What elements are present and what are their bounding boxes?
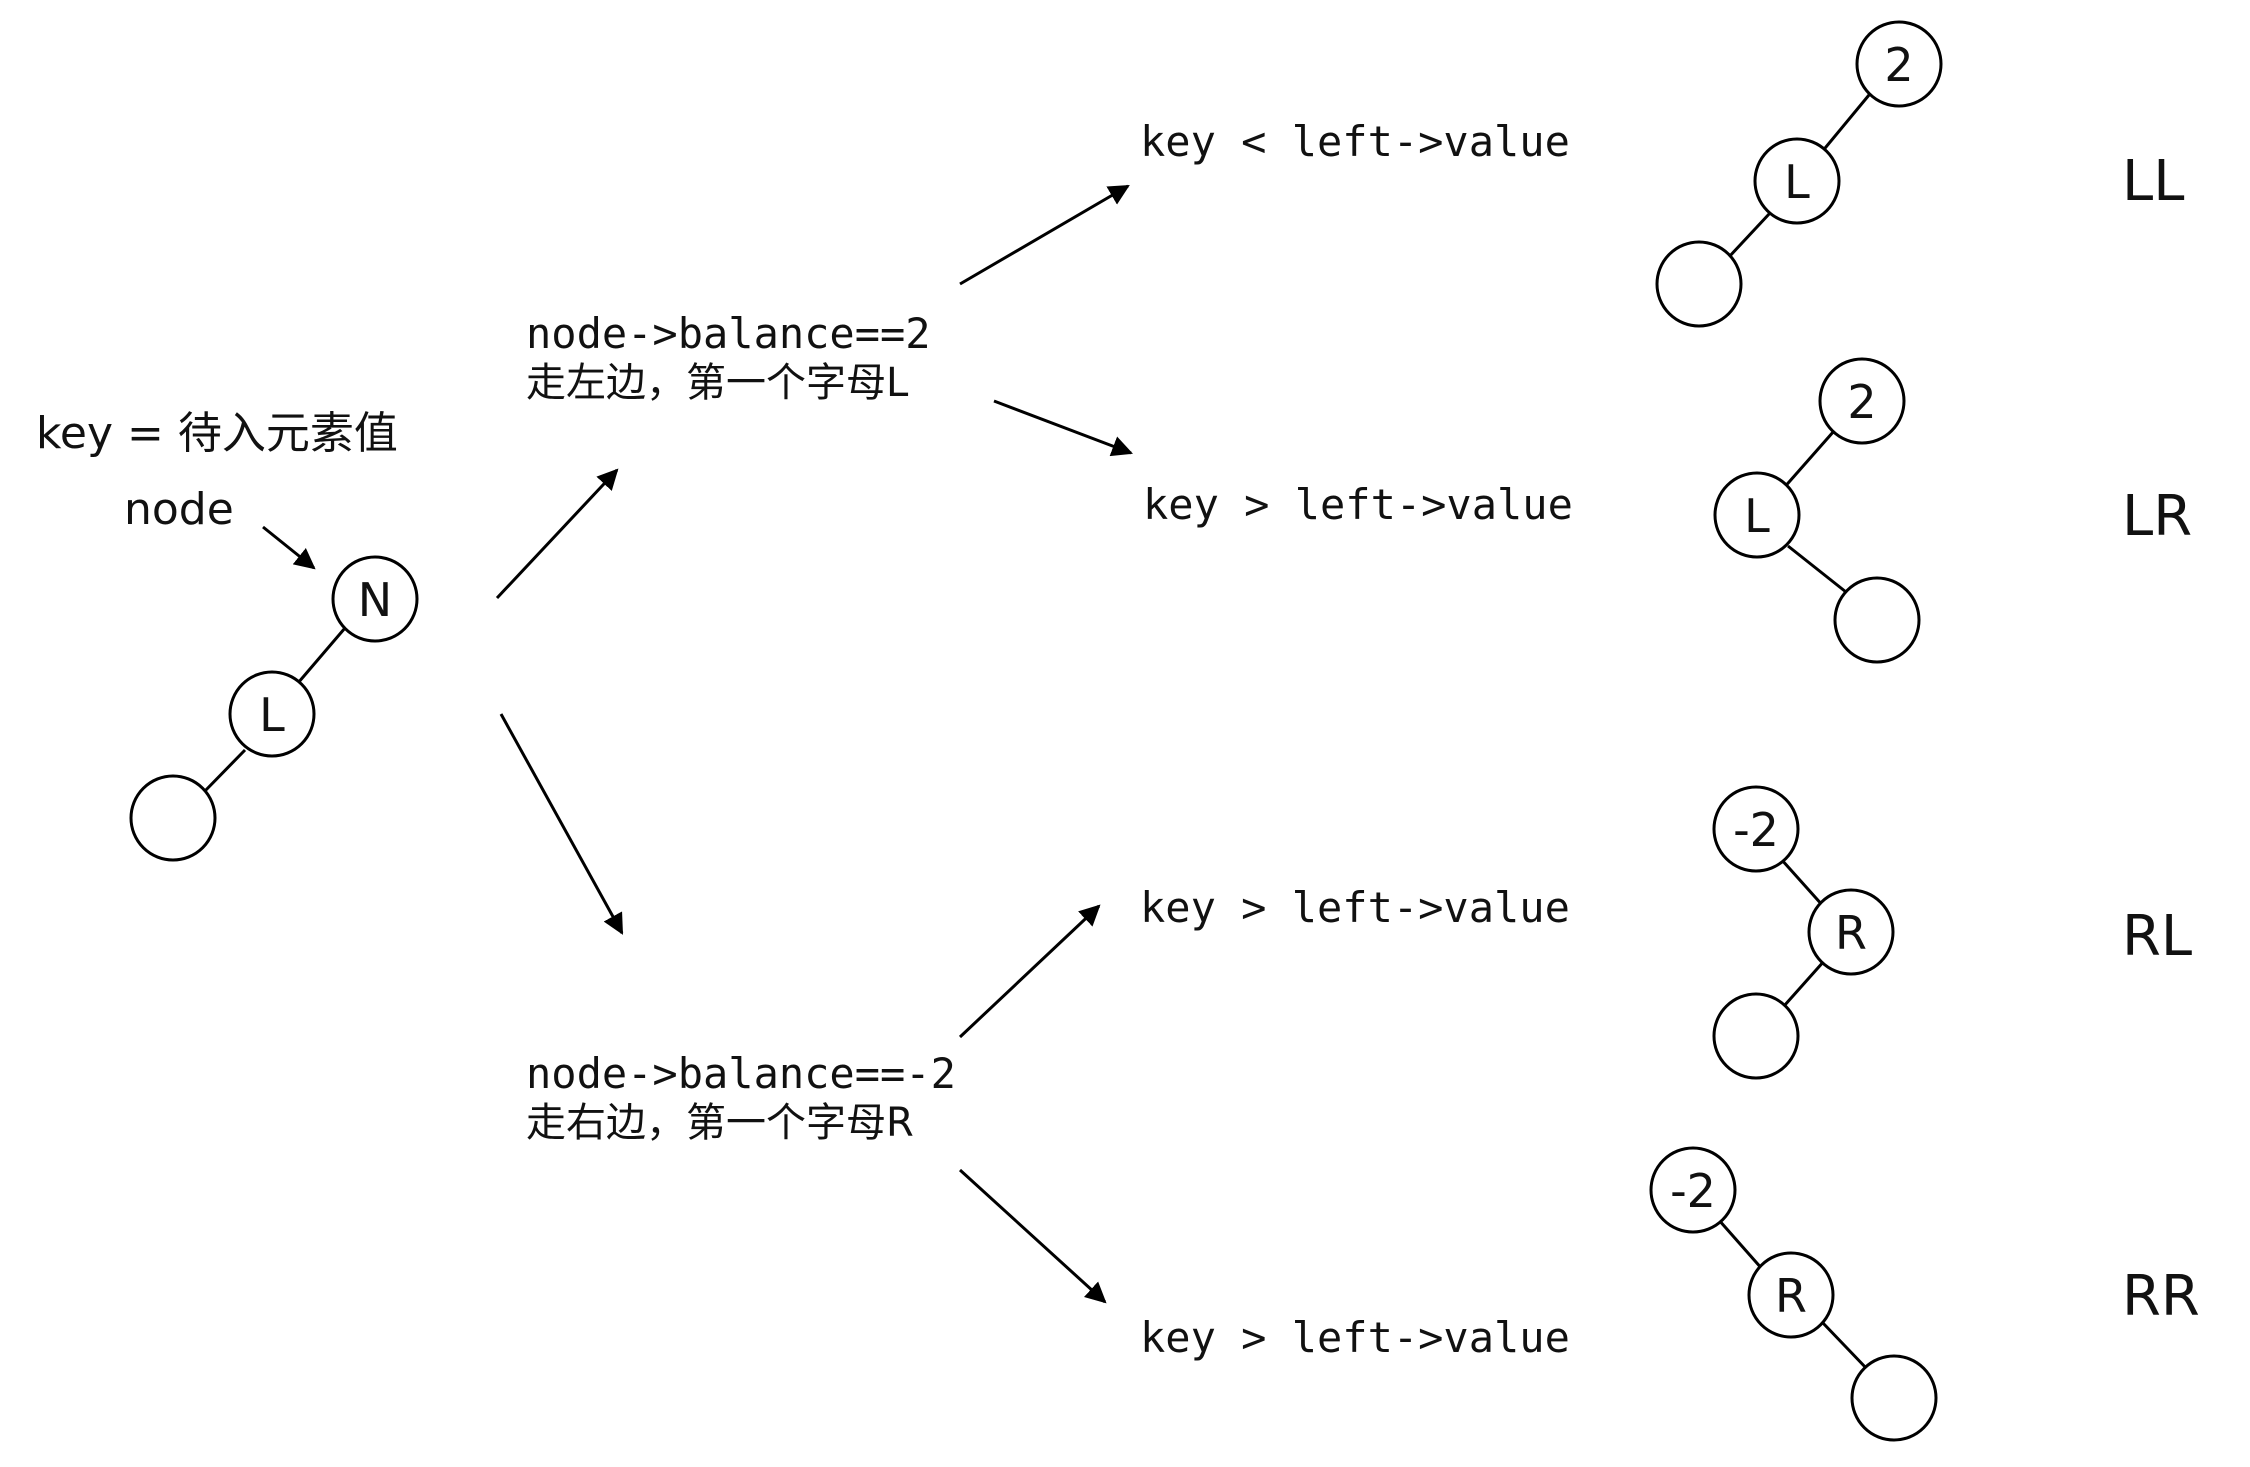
branch-right-note: 走右边，第一个字母R bbox=[526, 1100, 914, 1146]
rr-child-node bbox=[1747, 1251, 1835, 1339]
comparison-4: key > left->value bbox=[1140, 1313, 1570, 1362]
ll-child-node bbox=[1753, 137, 1841, 225]
lr-edge-root-child bbox=[1780, 430, 1836, 491]
rl-root-label: -2 bbox=[1733, 803, 1779, 857]
rl-case-label: RL bbox=[2122, 904, 2192, 969]
ll-edge-child-leaf bbox=[1726, 211, 1772, 260]
ll-child-label: L bbox=[1784, 155, 1810, 209]
lr-root-node bbox=[1818, 357, 1906, 445]
lr-child-label: L bbox=[1744, 489, 1770, 543]
rr-case-label: RR bbox=[2122, 1264, 2200, 1329]
arrow-to-comparison-4 bbox=[958, 1168, 1107, 1304]
ll-root-node bbox=[1855, 20, 1943, 108]
arrow-to-comparison-3 bbox=[958, 904, 1101, 1039]
rr-edge-root-child bbox=[1716, 1218, 1765, 1271]
branch-left-note: 走左边，第一个字母L bbox=[526, 360, 909, 406]
comparison-1: key < left->value bbox=[1140, 117, 1570, 166]
rr-child-label: R bbox=[1775, 1269, 1807, 1323]
ll-case-label: LL bbox=[2122, 149, 2184, 214]
key-definition: key = 待入元素值 bbox=[36, 408, 398, 459]
node-pointer-label: node bbox=[124, 484, 234, 535]
rl-leaf-node bbox=[1712, 992, 1800, 1080]
rl-child-node bbox=[1807, 888, 1895, 976]
comparison-3: key > left->value bbox=[1140, 883, 1570, 932]
branch-right-condition: node->balance==-2 bbox=[526, 1049, 956, 1098]
arrow-to-comparison-1 bbox=[959, 184, 1130, 286]
comparison-2: key > left->value bbox=[1143, 480, 1573, 529]
lr-edge-child-leaf bbox=[1787, 544, 1847, 594]
node-pointer-arrow bbox=[262, 525, 316, 570]
rr-edge-child-leaf bbox=[1820, 1320, 1870, 1372]
rl-root-node bbox=[1712, 785, 1800, 873]
branch-left-condition: node->balance==2 bbox=[526, 309, 931, 358]
start-root-label: N bbox=[358, 573, 392, 627]
case-ll-tree: 2 L LL bbox=[1655, 20, 2184, 328]
case-rr-tree: -2 R RR bbox=[1649, 1146, 2200, 1442]
rr-leaf-node bbox=[1850, 1354, 1938, 1442]
start-grandchild-node bbox=[129, 774, 217, 862]
start-edge-child-grandchild bbox=[201, 748, 247, 795]
branch-right: node->balance==-2 走右边，第一个字母R bbox=[526, 1049, 956, 1146]
ll-leaf-node bbox=[1655, 240, 1743, 328]
start-root-node bbox=[331, 555, 419, 643]
branch-left: node->balance==2 走左边，第一个字母L bbox=[526, 309, 931, 406]
start-edge-root-child bbox=[290, 627, 347, 691]
rr-root-label: -2 bbox=[1670, 1164, 1716, 1218]
start-group: key = 待入元素值 node N L bbox=[36, 408, 419, 862]
case-rl-tree: -2 R RL bbox=[1712, 785, 2192, 1080]
start-child-node bbox=[228, 670, 316, 758]
case-lr-tree: 2 L LR bbox=[1713, 357, 2192, 664]
ll-root-label: 2 bbox=[1884, 38, 1913, 92]
arrow-to-right-branch bbox=[499, 713, 624, 935]
start-child-label: L bbox=[259, 688, 285, 742]
lr-root-label: 2 bbox=[1847, 375, 1876, 429]
lr-child-node bbox=[1713, 471, 1801, 559]
arrow-to-left-branch bbox=[495, 468, 619, 600]
arrow-to-comparison-2 bbox=[993, 399, 1133, 457]
rr-root-node bbox=[1649, 1146, 1737, 1234]
rl-child-label: R bbox=[1835, 906, 1867, 960]
lr-leaf-node bbox=[1833, 576, 1921, 664]
rl-edge-child-leaf bbox=[1782, 959, 1827, 1007]
lr-case-label: LR bbox=[2122, 484, 2192, 549]
ll-edge-root-child bbox=[1819, 94, 1871, 154]
rl-edge-root-child bbox=[1779, 857, 1826, 909]
